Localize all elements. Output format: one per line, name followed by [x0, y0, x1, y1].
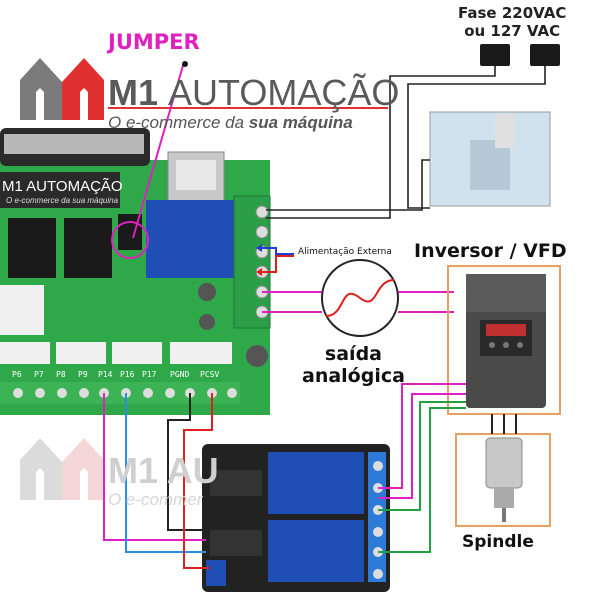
- external-power-arrows: [256, 244, 294, 276]
- external-power-label: Alimentação Externa: [298, 247, 392, 257]
- pin-label: PCSV: [200, 370, 220, 379]
- saida-line2: analógica: [302, 365, 405, 387]
- ic-chip: [8, 218, 56, 278]
- relay-vfd-wires: [378, 383, 466, 553]
- capacitor: [198, 283, 216, 301]
- relay-module: [202, 444, 390, 592]
- pin-label: P16: [120, 370, 135, 379]
- watermark-text: M1 AU: [108, 450, 219, 491]
- brand-slogan: O e-commerce da sua máquina: [108, 113, 353, 133]
- vfd-label: Inversor / VFD: [414, 240, 567, 262]
- spindle-motor: [485, 437, 523, 522]
- ic-chip: [64, 218, 112, 278]
- m1-logo-icon: [20, 58, 104, 120]
- jumper-highlight: [111, 221, 149, 259]
- pin-label: P17: [142, 370, 157, 379]
- saida-line1: saída: [324, 343, 382, 365]
- vfd-inverter: [466, 274, 546, 408]
- pin-table: [0, 285, 44, 335]
- pin-label: PGND: [170, 370, 190, 379]
- pin-label: P8: [56, 370, 66, 379]
- fase-line1: Fase 220VAC: [458, 4, 567, 22]
- pin-label: P14: [98, 370, 113, 379]
- slogan-pre: O e-commerce da: [108, 113, 249, 132]
- slogan-bold: sua máquina: [248, 113, 353, 132]
- brand-title: M1 AUTOMAÇÃO: [108, 72, 399, 114]
- control-wires: [103, 393, 213, 569]
- pin-label: P6: [12, 370, 22, 379]
- pcb-brand: M1 AUTOMAÇÃO: [2, 178, 123, 195]
- pin-label: P9: [78, 370, 88, 379]
- jumper-pointer: [132, 61, 185, 239]
- mains-wires: [266, 66, 546, 219]
- brand-bold: M1: [108, 72, 159, 113]
- spindle-label: Spindle: [462, 532, 534, 552]
- plug-icon: [480, 44, 510, 66]
- fase-line2: ou 127 VAC: [464, 22, 561, 40]
- breakout-board: [0, 128, 271, 415]
- analog-signal-icon: [321, 259, 399, 337]
- watermark-slogan: O e-commer: [108, 490, 203, 509]
- pin-label: P7: [34, 370, 44, 379]
- capacitor: [246, 345, 268, 367]
- capacitor: [199, 314, 215, 330]
- plug-icon: [530, 44, 560, 66]
- brand-rest: AUTOMAÇÃO: [168, 72, 400, 113]
- pcb-slogan: O e-commerce da sua máquina: [6, 196, 119, 205]
- jumper-label: JUMPER: [108, 30, 200, 54]
- watermark-logo-icon: [20, 438, 104, 500]
- relay: [146, 200, 234, 278]
